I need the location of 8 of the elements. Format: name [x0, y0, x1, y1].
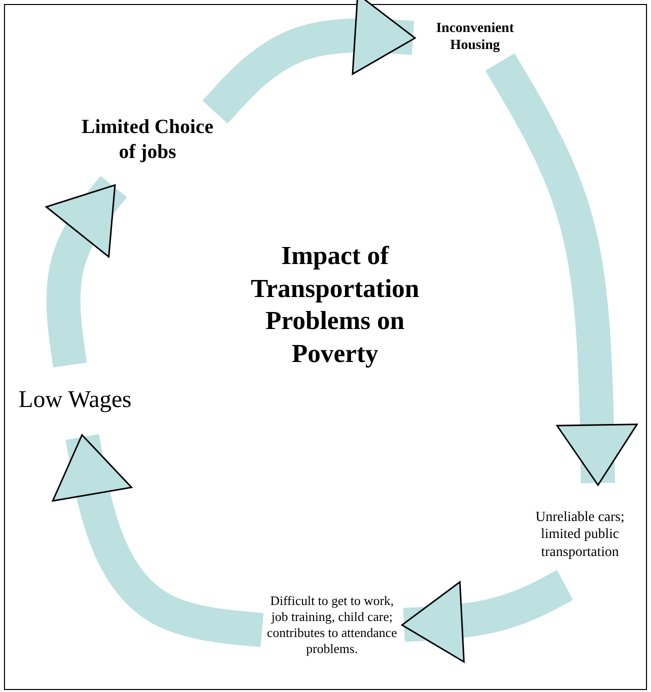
- node-text: Low Wages: [18, 386, 132, 415]
- block-arrow: [202, 0, 416, 124]
- diagram-title: Impact of Transportation Problems on Poverty: [250, 240, 420, 370]
- node-text: Inconvenient Housing: [435, 20, 515, 54]
- node-text: Difficult to get to work, job training, child care; contributes to attendance problems.: [266, 592, 398, 658]
- block-arrow: [46, 176, 128, 368]
- node-text: Unreliable cars; limited public transportation: [534, 508, 626, 562]
- node-text: Limited Choice of jobs: [80, 115, 214, 165]
